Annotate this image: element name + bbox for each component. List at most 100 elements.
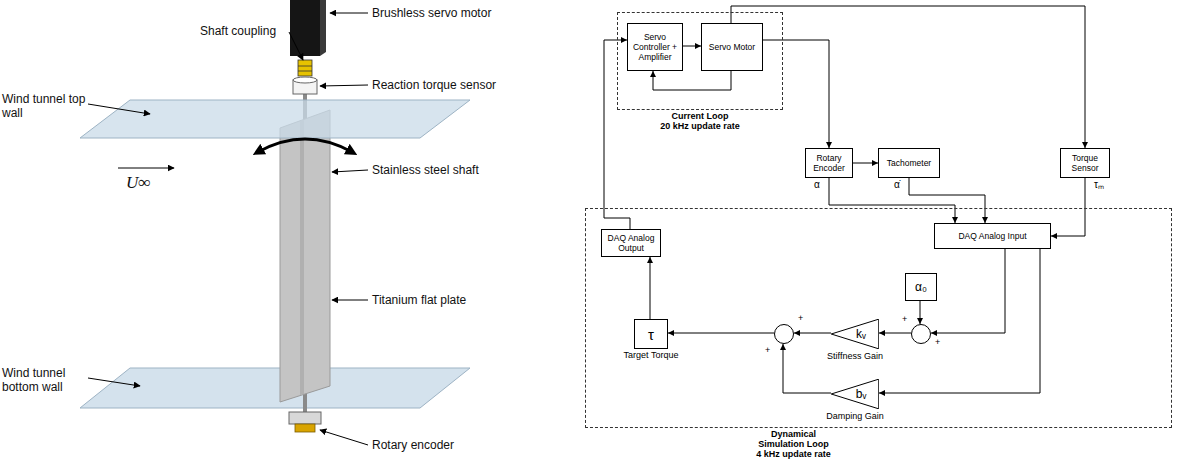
node-body: Servo Motor — [702, 24, 762, 70]
node-text: α₀ — [915, 280, 927, 294]
bottom-wall — [80, 368, 470, 408]
node-caption: Dynamical Simulation Loop — [749, 429, 839, 449]
motor-side — [320, 0, 326, 56]
leader-line — [330, 13, 368, 14]
node-caption: + — [798, 313, 803, 323]
pitch-arrow — [258, 139, 352, 152]
signal-connector — [653, 71, 731, 90]
node-text: DAQ Analog Input — [958, 231, 1026, 241]
node-caption: + — [902, 314, 907, 324]
caption-group: Current Loop20 kHz update rate — [630, 111, 770, 131]
part-label: Wind tunnel top wall — [2, 92, 86, 120]
signal-connector — [909, 178, 985, 223]
signal-connector — [920, 301, 921, 324]
node-caption: 20 kHz update rate — [630, 121, 770, 131]
part-label: Wind tunnel bottom wall — [2, 366, 86, 394]
caption-group: α — [807, 179, 827, 191]
caption-group: Damping Gain — [785, 411, 925, 421]
caption-group: Stiffness Gain — [785, 351, 925, 361]
signal-connector — [783, 344, 831, 393]
flow-symbol: U∞ — [126, 174, 150, 192]
coupling-groove — [298, 71, 312, 72]
sensor-box: Torque Sensorτₘ — [1060, 148, 1110, 178]
io-box: DAQ Analog Input — [934, 223, 1051, 249]
node-text: kᵥ — [856, 327, 866, 341]
node-text: Servo Motor — [709, 42, 755, 52]
top-wall — [80, 100, 470, 138]
sensor-box: Tachometerα̇ — [878, 148, 940, 178]
node-body: bᵥ — [831, 379, 879, 409]
signal-connector — [853, 163, 878, 164]
node-caption: Current Loop — [630, 111, 770, 121]
part-label: Titanium flat plate — [372, 293, 466, 307]
node-body: Torque Sensor — [1061, 149, 1109, 177]
part-label: Reaction torque sensor — [372, 78, 496, 92]
node-caption: + — [935, 337, 940, 347]
flow-arrow — [118, 168, 174, 169]
node-body: kᵥ — [831, 319, 879, 349]
leader-line — [88, 378, 140, 386]
node-caption: τₘ — [1089, 179, 1109, 191]
rotary-encoder — [289, 412, 321, 424]
signal-connector — [668, 333, 774, 334]
coupling-groove — [298, 66, 312, 67]
gain-triangle: bᵥDamping Gain — [831, 379, 879, 409]
sum-junction: ++ — [911, 324, 931, 344]
sensor-box: Rotary Encoderα — [805, 148, 853, 178]
triangle-outline — [831, 319, 879, 349]
caption-group: τₘ — [1089, 179, 1109, 191]
signal-connector — [794, 333, 831, 334]
node-body: τ — [635, 320, 667, 348]
leader-line — [289, 32, 303, 60]
node-caption: Stiffness Gain — [785, 351, 925, 361]
torque-sensor-top — [293, 77, 317, 83]
loop-region: Current Loop20 kHz update rateServo Cont… — [617, 12, 783, 110]
part-label: Brushless servo motor — [372, 6, 491, 20]
part-label: Stainless steel shaft — [372, 163, 479, 177]
encoder-base — [295, 424, 315, 432]
io-box: DAQ Analog Output — [601, 229, 661, 257]
node-caption: α — [807, 179, 827, 191]
caption-group: α̇ — [887, 179, 907, 191]
signal-connector — [829, 178, 955, 223]
plate-edge — [300, 120, 304, 395]
signal-connector — [731, 6, 1085, 148]
node-text: Rotary Encoder — [808, 153, 850, 173]
servo-motor — [290, 0, 320, 56]
part-label: Rotary encoder — [372, 438, 454, 452]
node-caption: Target Torque — [581, 350, 721, 360]
node-body: DAQ Analog Output — [602, 230, 660, 256]
node-caption: 4 kHz update rate — [749, 449, 839, 459]
node-body: α₀ — [906, 274, 936, 300]
signal-connector — [931, 249, 1005, 333]
signal-connector — [650, 257, 651, 319]
node-body: Rotary Encoder — [806, 149, 852, 177]
triangle-outline — [831, 379, 879, 409]
shaft-coupling — [298, 60, 312, 76]
gain-triangle: kᵥStiffness Gain — [831, 319, 879, 349]
leader-line — [332, 300, 368, 301]
node-caption: α̇ — [887, 179, 907, 191]
node-text: Torque Sensor — [1063, 153, 1107, 173]
signal-connector — [879, 333, 911, 334]
node-text: Tachometer — [887, 158, 931, 168]
leader-line — [320, 430, 368, 445]
torque-box: τTarget Torque — [634, 319, 668, 349]
signal-connector — [683, 46, 701, 47]
caption-group: Target Torque — [581, 350, 721, 360]
node-text: τ — [648, 326, 654, 343]
node-body: Tachometer — [879, 149, 939, 177]
node-body: DAQ Analog Input — [935, 224, 1050, 248]
process-box: Servo Motor — [701, 23, 763, 71]
titanium-plate — [280, 110, 330, 402]
node-body: Servo Controller + Amplifier — [628, 24, 682, 70]
triangle-shape — [831, 379, 879, 409]
leader-line — [320, 85, 368, 86]
leader-line — [88, 104, 150, 114]
loop-region: Dynamical Simulation Loop4 kHz update ra… — [585, 208, 1172, 428]
signal-connector — [1051, 178, 1085, 236]
node-text: Servo Controller + Amplifier — [630, 32, 680, 62]
leader-line — [332, 170, 368, 172]
node-text: DAQ Analog Output — [604, 233, 658, 253]
